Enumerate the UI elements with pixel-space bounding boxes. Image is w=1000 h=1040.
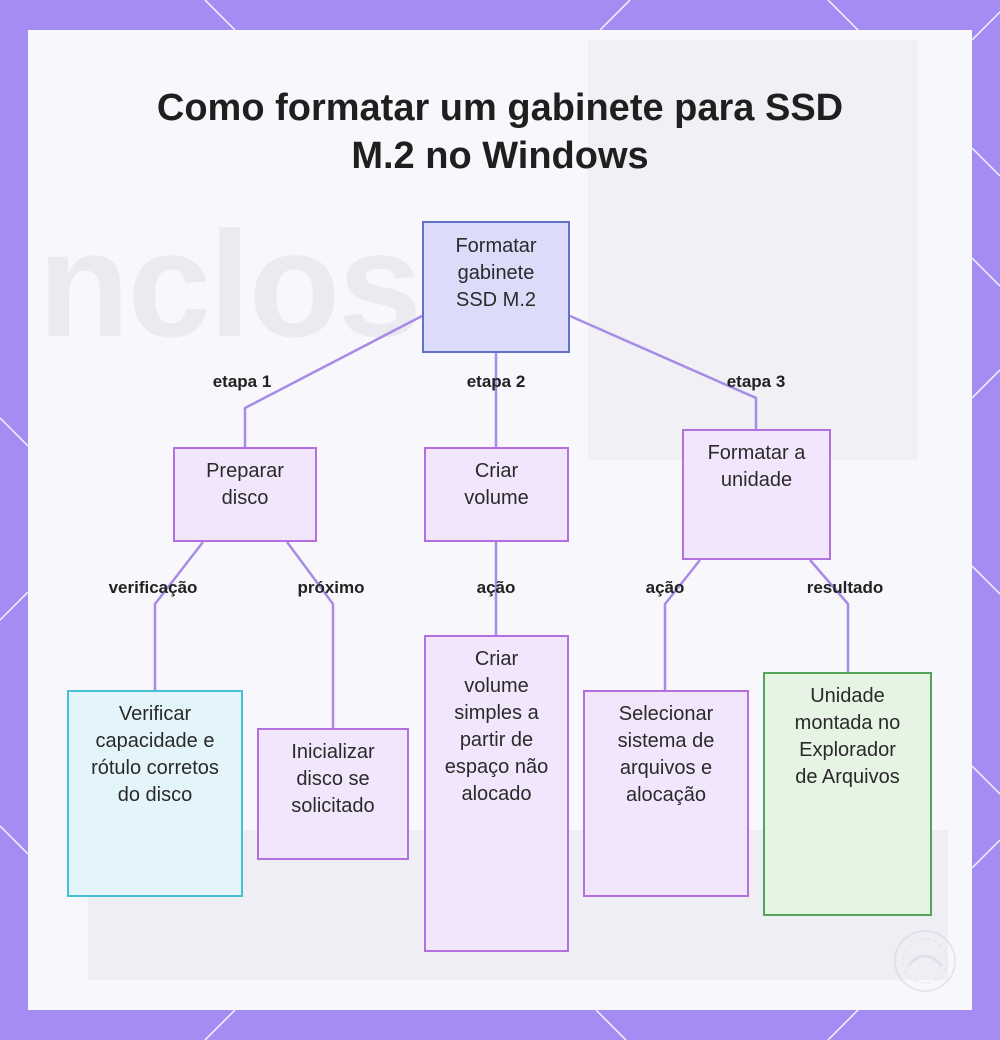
edge-label-verify: verificação (108, 578, 198, 597)
node-root-label: Formatar gabinete SSD M.2 (455, 235, 537, 311)
node-drive-mounted-label: Unidade montada no Explorador de Arquivo… (794, 685, 901, 788)
edge-label-result: resultado (806, 578, 884, 597)
node-format-drive-label: Formatar a unidade (707, 442, 806, 491)
edge-label-action-format: ação (645, 578, 685, 597)
node-prepare-disk-label: Preparar disco (206, 460, 284, 509)
node-root: Formatar gabinete SSD M.2 (422, 221, 570, 353)
edge-step1 (243, 314, 423, 447)
edge-step3 (569, 314, 758, 429)
node-verify-capacity: Verificar capacidade e rótulo corretos d… (67, 690, 243, 897)
node-verify-capacity-label: Verificar capacidade e rótulo corretos d… (91, 703, 219, 806)
node-simple-volume: Criar volume simples a partir de espaço … (424, 635, 569, 952)
edge-label-step1: etapa 1 (212, 372, 272, 391)
edge-action-format (663, 559, 701, 690)
watermark-logo-icon (894, 930, 956, 992)
node-create-volume: Criar volume (424, 447, 569, 542)
node-initialize-disk: Inicializar disco se solicitado (257, 728, 409, 860)
title-line-2: M.2 no Windows (351, 135, 649, 177)
node-create-volume-label: Criar volume (464, 460, 529, 509)
edge-result (809, 559, 850, 672)
node-select-filesystem: Selecionar sistema de arquivos e alocaçã… (583, 690, 749, 897)
edge-label-step3: etapa 3 (726, 372, 786, 391)
node-format-drive: Formatar a unidade (682, 429, 831, 560)
title-line-1: Como formatar um gabinete para SSD (156, 87, 844, 129)
node-select-filesystem-label: Selecionar sistema de arquivos e alocaçã… (617, 703, 715, 806)
node-simple-volume-label: Criar volume simples a partir de espaço … (444, 648, 549, 805)
node-prepare-disk: Preparar disco (173, 447, 317, 542)
edge-label-action-create: ação (476, 578, 516, 597)
node-drive-mounted: Unidade montada no Explorador de Arquivo… (763, 672, 932, 916)
node-initialize-disk-label: Inicializar disco se solicitado (291, 741, 375, 817)
edge-verify (153, 541, 204, 690)
page-title: Como formatar um gabinete para SSD M.2 n… (0, 84, 1000, 180)
edge-next (285, 541, 335, 728)
edge-label-step2: etapa 2 (466, 372, 526, 391)
edge-label-next: próximo (297, 578, 365, 597)
